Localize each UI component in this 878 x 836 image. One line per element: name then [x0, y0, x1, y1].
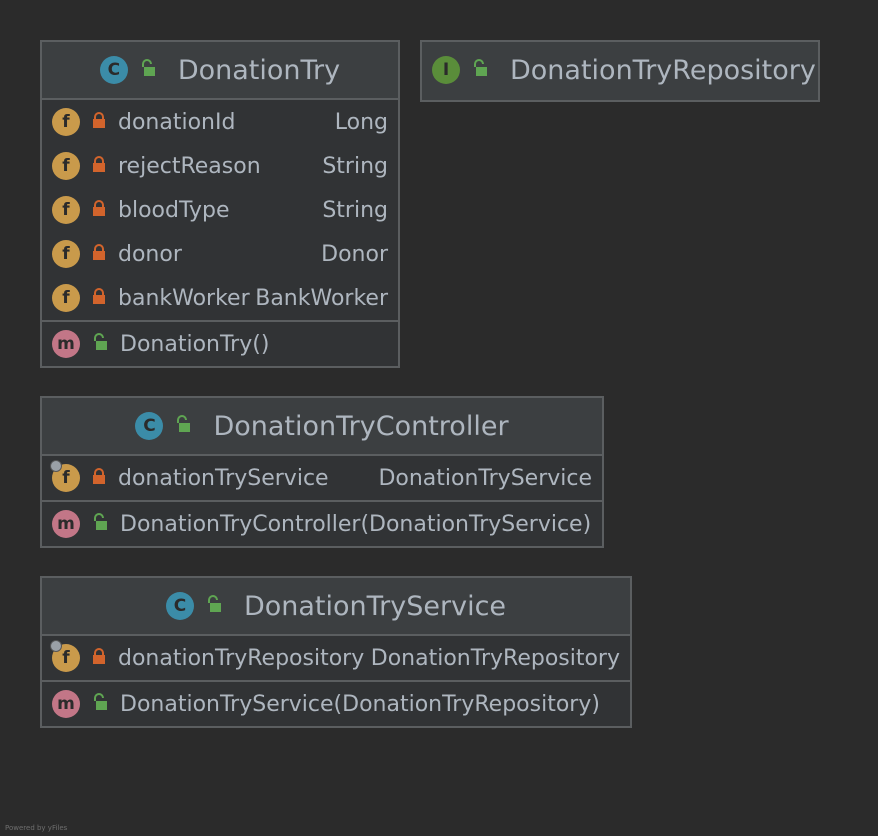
class-header: C DonationTryController [42, 398, 602, 456]
private-lock-icon [92, 468, 106, 488]
field-name: rejectReason [118, 153, 261, 179]
public-lock-icon [206, 595, 222, 617]
field-row[interactable]: f donationTryRepository DonationTryRepos… [42, 636, 630, 680]
method-row[interactable]: m DonationTryController(DonationTryServi… [42, 502, 602, 546]
interface-header: I DonationTryRepository [422, 42, 818, 98]
field-name: bankWorker [118, 285, 250, 311]
fields-section: f donationId Long f rejectReason String … [42, 100, 398, 320]
field-name: donationId [118, 109, 236, 135]
field-row[interactable]: f donationId Long [42, 100, 398, 144]
class-icon: C [99, 56, 128, 84]
field-row[interactable]: f bloodType String [42, 188, 398, 232]
public-lock-icon [175, 415, 191, 437]
class-title: DonationTry [177, 54, 341, 86]
field-name: donationTryService [118, 465, 329, 491]
fields-section: f donationTryRepository DonationTryRepos… [42, 636, 630, 680]
field-icon: f [52, 196, 80, 224]
interface-title: DonationTryRepository [510, 54, 816, 86]
fields-section: f donationTryService DonationTryService [42, 456, 602, 500]
interface-icon: I [432, 56, 460, 84]
interface-box-donationtryrepository[interactable]: I DonationTryRepository [420, 40, 820, 102]
field-icon: f [52, 108, 80, 136]
field-type: Donor [321, 241, 388, 267]
field-letter: f [62, 468, 70, 488]
class-box-donationtrycontroller[interactable]: C DonationTryController f donationTrySer… [40, 396, 604, 548]
field-row[interactable]: f bankWorker BankWorker [42, 276, 398, 320]
field-name: donationTryRepository [118, 645, 365, 671]
field-icon: f [52, 152, 80, 180]
field-row[interactable]: f donor Donor [42, 232, 398, 276]
method-row[interactable]: m DonationTry() [42, 322, 398, 366]
private-lock-icon [92, 288, 106, 308]
class-icon: C [165, 592, 194, 620]
method-name: DonationTryController(DonationTryService… [120, 511, 592, 537]
public-lock-icon [92, 333, 108, 355]
private-lock-icon [92, 648, 106, 668]
public-lock-icon [472, 59, 488, 81]
field-type: BankWorker [255, 285, 388, 311]
method-icon: m [52, 690, 80, 718]
method-row[interactable]: m DonationTryService(DonationTryReposito… [42, 682, 630, 726]
public-lock-icon [140, 59, 156, 81]
private-lock-icon [92, 112, 106, 132]
field-icon: f [50, 460, 80, 492]
method-name: DonationTryService(DonationTryRepository… [120, 691, 600, 717]
field-icon: f [52, 284, 80, 312]
field-letter: f [62, 648, 70, 668]
class-header: C DonationTry [42, 42, 398, 100]
field-type: DonationTryRepository [370, 645, 620, 671]
field-icon: f [52, 240, 80, 268]
class-icon: C [135, 412, 164, 440]
method-name: DonationTry() [120, 331, 270, 357]
class-title: DonationTryController [213, 410, 509, 442]
class-box-donationtry[interactable]: C DonationTry f donationId Long f reject… [40, 40, 400, 368]
private-lock-icon [92, 156, 106, 176]
public-lock-icon [92, 513, 108, 535]
field-name: bloodType [118, 197, 230, 223]
private-lock-icon [92, 244, 106, 264]
field-type: Long [334, 109, 388, 135]
powered-by-footer: Powered by yFiles [5, 824, 68, 832]
methods-section: m DonationTryService(DonationTryReposito… [42, 680, 630, 726]
field-type: String [322, 153, 388, 179]
field-name: donor [118, 241, 182, 267]
private-lock-icon [92, 200, 106, 220]
methods-section: m DonationTryController(DonationTryServi… [42, 500, 602, 546]
class-title: DonationTryService [243, 590, 507, 622]
field-icon: f [50, 640, 80, 672]
class-header: C DonationTryService [42, 578, 630, 636]
field-type: DonationTryService [378, 465, 592, 491]
field-type: String [322, 197, 388, 223]
pin-icon [50, 460, 62, 472]
method-icon: m [52, 330, 80, 358]
public-lock-icon [92, 693, 108, 715]
class-box-donationtryservice[interactable]: C DonationTryService f donationTryReposi… [40, 576, 632, 728]
field-row[interactable]: f rejectReason String [42, 144, 398, 188]
pin-icon [50, 640, 62, 652]
methods-section: m DonationTry() [42, 320, 398, 366]
field-row[interactable]: f donationTryService DonationTryService [42, 456, 602, 500]
method-icon: m [52, 510, 80, 538]
